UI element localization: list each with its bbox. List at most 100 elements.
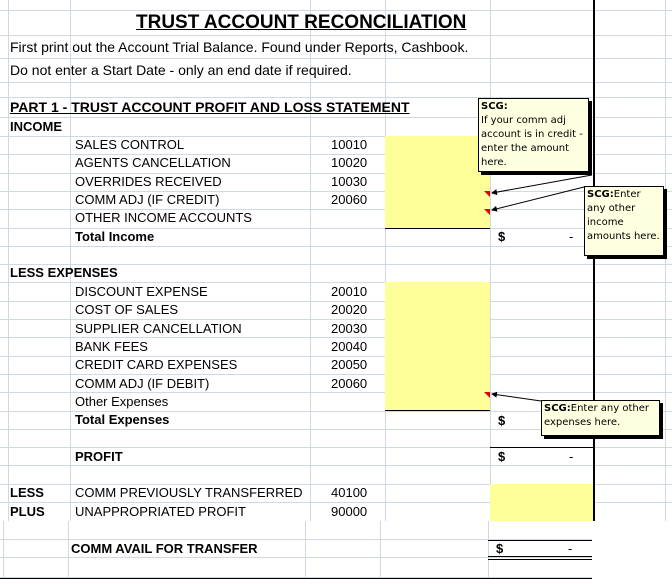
row-gridline <box>0 447 672 448</box>
plus-label: UNAPPROPRIATED PROFIT <box>75 504 246 519</box>
expense-input-cells[interactable] <box>385 282 490 410</box>
line-item-label: SUPPLIER CANCELLATION <box>75 321 242 336</box>
comment-text: Enter any other income amounts here. <box>587 189 660 242</box>
avail-top-border <box>488 540 592 541</box>
row-gridline <box>0 264 672 265</box>
comment-box[interactable]: SCG:If your comm adj account is in credi… <box>478 98 589 172</box>
row-gridline <box>0 557 592 558</box>
row-gridline <box>0 429 672 430</box>
plus-code: 90000 <box>331 504 368 519</box>
row-gridline <box>0 484 672 485</box>
line-item-label: OVERRIDES RECEIVED <box>75 174 222 189</box>
account-code: 20040 <box>331 339 368 354</box>
row-gridline <box>0 117 672 118</box>
profit-border <box>490 447 594 448</box>
row-gridline <box>0 154 672 155</box>
row-gridline <box>0 319 672 320</box>
line-item-label: COST OF SALES <box>75 302 179 317</box>
row-gridline <box>0 301 672 302</box>
row-gridline <box>0 465 672 466</box>
bottom-border <box>0 578 592 579</box>
account-code: 20030 <box>331 321 368 336</box>
line-item-label: Other Expenses <box>75 394 169 409</box>
account-code: 10030 <box>331 174 368 189</box>
account-code: 20060 <box>331 192 368 207</box>
column-gridline <box>488 521 489 578</box>
total-expenses-currency: $ <box>498 413 506 428</box>
comment-author: SCG: <box>587 189 614 200</box>
account-code: 20010 <box>331 284 368 299</box>
income-total-border <box>385 228 490 229</box>
avail-label: COMM AVAIL FOR TRANSFER <box>71 541 258 556</box>
row-gridline <box>0 502 672 503</box>
line-item-label: CREDIT CARD EXPENSES <box>75 357 238 372</box>
column-gridline <box>3 521 4 578</box>
plus-prefix: PLUS <box>10 504 45 519</box>
total-income-label: Total Income <box>75 229 155 244</box>
total-income-value: - <box>569 229 574 244</box>
row-gridline <box>0 374 672 375</box>
account-code: 20060 <box>331 376 368 391</box>
column-gridline <box>490 0 491 521</box>
row-gridline <box>0 282 672 283</box>
row-gridline <box>0 191 672 192</box>
comment-author: SCG: <box>544 403 571 414</box>
profit-currency: $ <box>498 449 506 464</box>
comment-marker-icon[interactable] <box>484 392 490 398</box>
row-gridline <box>0 136 672 137</box>
row-gridline <box>0 539 592 540</box>
comment-box[interactable]: SCG:Enter any other income amounts here. <box>584 186 664 256</box>
row-gridline <box>0 228 672 229</box>
less-prefix: LESS <box>10 485 44 500</box>
less-label: COMM PREVIOUSLY TRANSFERRED <box>75 485 303 500</box>
column-gridline <box>8 0 9 521</box>
row-gridline <box>0 356 672 357</box>
page-title: TRUST ACCOUNT RECONCILIATION <box>136 12 467 33</box>
profit-value: - <box>569 449 574 464</box>
column-gridline <box>68 521 69 578</box>
instruction-1: First print out the Account Trial Balanc… <box>10 39 469 55</box>
total-income-currency: $ <box>498 229 506 244</box>
income-heading: INCOME <box>10 119 62 134</box>
comment-text: If your comm adj account is in credit - … <box>481 115 583 168</box>
row-gridline <box>0 10 672 11</box>
avail-currency: $ <box>496 541 504 556</box>
row-gridline <box>0 577 592 578</box>
avail-double-border-2 <box>488 559 592 560</box>
comment-box[interactable]: SCG:Enter any other expenses here. <box>541 400 660 436</box>
account-code: 20050 <box>331 357 368 372</box>
less-code: 40100 <box>331 485 368 500</box>
line-item-label: COMM ADJ (IF CREDIT) <box>75 192 220 207</box>
total-expenses-label: Total Expenses <box>75 412 170 427</box>
expenses-heading: LESS EXPENSES <box>10 265 118 280</box>
comment-marker-icon[interactable] <box>484 191 490 197</box>
row-gridline <box>0 411 672 412</box>
print-area-border <box>593 0 595 521</box>
line-item-label: SALES CONTROL <box>75 137 185 152</box>
column-gridline <box>385 0 386 521</box>
row-gridline <box>0 337 672 338</box>
comment-marker-icon[interactable] <box>484 209 490 215</box>
account-code: 20020 <box>331 302 368 317</box>
profit-label: PROFIT <box>75 449 123 464</box>
column-gridline <box>70 0 71 521</box>
row-gridline <box>0 97 672 98</box>
transfer-input-cells[interactable] <box>490 484 594 521</box>
instruction-2: Do not enter a Start Date - only an end … <box>10 62 352 78</box>
avail-double-border-1 <box>488 556 592 557</box>
line-item-label: BANK FEES <box>75 339 148 354</box>
line-item-label: DISCOUNT EXPENSE <box>75 284 208 299</box>
part1-heading: PART 1 - TRUST ACCOUNT PROFIT AND LOSS S… <box>10 99 410 115</box>
comment-arrow <box>491 186 585 212</box>
column-gridline <box>310 0 311 521</box>
line-item-label: COMM ADJ (IF DEBIT) <box>75 376 210 391</box>
comment-text: Enter any other expenses here. <box>544 403 649 428</box>
row-gridline <box>0 246 672 247</box>
income-input-cells[interactable] <box>385 136 490 228</box>
line-item-label: AGENTS CANCELLATION <box>75 155 231 170</box>
comment-arrow <box>491 391 542 402</box>
account-code: 10010 <box>331 137 368 152</box>
avail-value: - <box>568 541 573 556</box>
line-item-label: OTHER INCOME ACCOUNTS <box>75 210 252 225</box>
